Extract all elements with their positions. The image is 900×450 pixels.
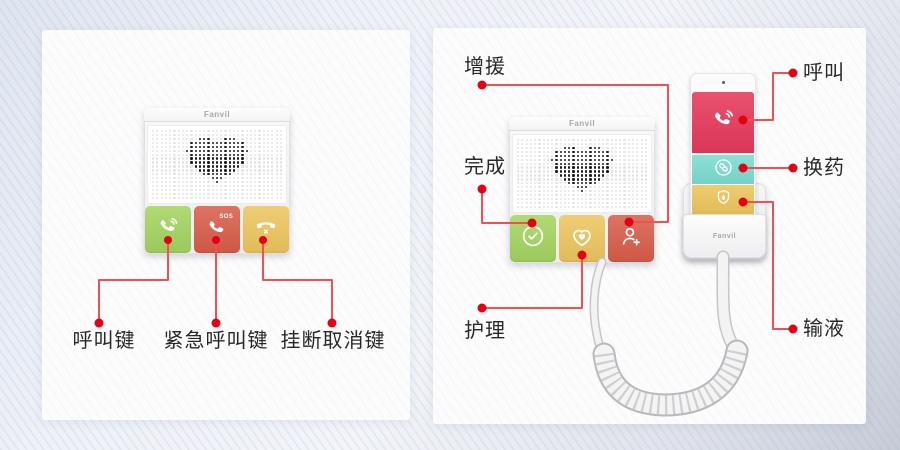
label-infusion: 输液 <box>803 318 845 340</box>
label-emergency-call-key: 紧急呼叫键 <box>163 330 269 352</box>
call-button <box>145 206 191 253</box>
person-add-icon <box>618 223 644 254</box>
label-reinforce: 增援 <box>464 56 506 78</box>
speaker-grille <box>512 134 652 213</box>
intercom-device-with-handset: Fanvil <box>509 117 655 263</box>
infusion-shield-icon <box>713 187 734 213</box>
label-care: 护理 <box>464 320 506 342</box>
label-call: 呼叫 <box>803 62 845 84</box>
button-row: SOS <box>144 206 290 254</box>
phone-call-icon <box>709 106 737 139</box>
handset-medication-button <box>692 155 754 184</box>
speaker-grille <box>147 125 287 204</box>
done-button <box>510 215 556 262</box>
brand-logo: Fanvil <box>568 118 596 128</box>
hangup-phone-icon <box>253 214 279 245</box>
mic-hole <box>721 81 725 84</box>
button-row <box>509 215 655 263</box>
label-hangup-cancel-key: 挂断取消键 <box>280 330 386 352</box>
check-circle-icon <box>520 223 546 254</box>
label-call-key: 呼叫键 <box>72 330 136 352</box>
pill-icon <box>713 157 734 183</box>
heart-care-icon <box>569 223 595 254</box>
emergency-call-button: SOS <box>194 206 240 253</box>
care-button <box>559 215 605 262</box>
brand-logo: Fanvil <box>203 109 231 119</box>
sos-badge: SOS <box>219 214 233 220</box>
intercom-device: Fanvil SOS <box>144 108 290 254</box>
handset <box>690 73 756 218</box>
label-done: 完成 <box>464 156 506 178</box>
handset-call-button <box>692 92 754 153</box>
phone-call-icon <box>155 214 181 245</box>
handset-top <box>690 73 756 92</box>
device-header: Fanvil <box>144 108 290 122</box>
label-medication: 换药 <box>803 157 845 179</box>
hangup-cancel-button <box>243 206 289 253</box>
bracket-front: Fanvil <box>683 214 766 258</box>
reinforce-button <box>608 215 654 262</box>
device-header: Fanvil <box>509 117 655 131</box>
sos-phone-icon <box>204 214 230 245</box>
handset-infusion-button <box>692 185 754 214</box>
brand-logo: Fanvil <box>712 232 737 240</box>
